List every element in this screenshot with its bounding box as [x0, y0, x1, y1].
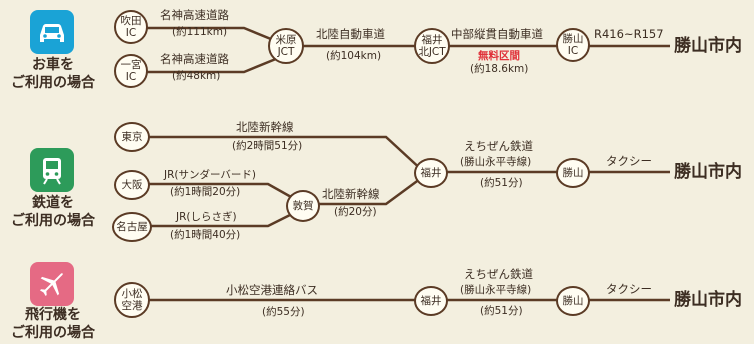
node-tokyo: 東京	[114, 122, 150, 152]
plane-label-line2: ご利用の場合	[11, 325, 95, 341]
node-osaka: 大阪	[114, 170, 150, 200]
node-maibara-jct: 米原JCT	[268, 28, 304, 64]
label-hokuriku-shinkansen: 北陸新幹線	[236, 120, 294, 134]
node-label: 東京	[121, 131, 143, 143]
label-jr-thunderbird: JR(サンダーバード)	[164, 169, 256, 181]
rail-label-line2: ご利用の場合	[11, 213, 95, 229]
plane-label-line1: 飛行機を	[25, 307, 81, 323]
node-label: 福井	[420, 167, 442, 179]
label-hokuriku-expressway: 北陸自動車道	[316, 27, 385, 41]
label-jr-shirasagi: JR(しらさぎ)	[176, 211, 237, 223]
line-tokyo-fukui	[137, 135, 425, 173]
node-nagoya: 名古屋	[112, 212, 152, 242]
label-meishin-2: 名神高速道路	[160, 52, 229, 66]
node-label: 勝山IC	[562, 33, 584, 57]
node-fukui-rail: 福井	[414, 158, 448, 188]
rail-category-label: 鉄道を ご利用の場合	[3, 194, 103, 230]
label-tsuruga-shinkansen: 北陸新幹線	[322, 187, 380, 201]
free-section-label: 無料区間	[478, 50, 520, 62]
rail-label-line1: 鉄道を	[32, 195, 74, 211]
node-label: 敦賀	[292, 200, 314, 212]
dist-jr-shirasagi: (約1時間40分)	[170, 229, 241, 241]
dist-echizen-railway: (約51分)	[480, 177, 523, 189]
dist-hokuriku-shinkansen: (約2時間51分)	[232, 140, 303, 152]
destination-rail: 勝山市内	[674, 162, 742, 182]
car-label-line2: ご利用の場合	[11, 75, 95, 91]
node-label: 大阪	[121, 179, 143, 191]
node-label: 吹田IC	[120, 15, 142, 39]
destination-plane: 勝山市内	[674, 290, 742, 310]
airplane-icon	[30, 262, 74, 306]
node-label: 小松 空港	[122, 288, 143, 312]
label-meishin-1: 名神高速道路	[160, 8, 229, 22]
node-label-line2: 空港	[121, 300, 143, 312]
line-tsuruga-fukui	[313, 174, 425, 206]
node-suita-ic: 吹田IC	[114, 10, 148, 44]
node-ichinomiya-ic: 一宮IC	[114, 54, 148, 88]
car-category-label: お車を ご利用の場合	[3, 56, 103, 92]
label-echizen-railway: えちぜん鉄道	[464, 139, 533, 153]
dist-tsuruga-shinkansen: (約20分)	[334, 206, 377, 218]
node-label: 福井北JCT	[418, 34, 446, 58]
node-label: 米原JCT	[275, 34, 297, 58]
node-komatsu-airport: 小松 空港	[114, 282, 150, 318]
plane-category-label: 飛行機を ご利用の場合	[3, 306, 103, 342]
label-taxi-rail: タクシー	[606, 154, 652, 168]
node-label: 一宮IC	[120, 59, 142, 83]
line-ichinomiya-maibara	[147, 52, 289, 74]
node-label: 福井	[420, 295, 442, 307]
destination-car: 勝山市内	[674, 36, 742, 56]
node-fukui-plane: 福井	[414, 286, 448, 316]
node-katsuyama-plane: 勝山	[556, 286, 590, 316]
node-katsuyama-rail: 勝山	[556, 158, 590, 188]
node-label: 勝山	[562, 167, 584, 179]
node-tsuruga: 敦賀	[286, 190, 320, 222]
node-label-line1: 小松	[121, 288, 143, 300]
train-icon	[30, 148, 74, 192]
dist-komatsu-bus: (約55分)	[262, 306, 305, 318]
dist-meishin-2: (約48km)	[172, 70, 221, 82]
label-komatsu-bus: 小松空港連絡バス	[226, 283, 318, 297]
node-label: 名古屋	[116, 221, 148, 233]
dist-jr-thunderbird: (約1時間20分)	[170, 186, 241, 198]
label-katsuyama-eiheiji-line-plane: (勝山永平寺線)	[460, 284, 532, 296]
label-echizen-railway-plane: えちぜん鉄道	[464, 267, 533, 281]
label-katsuyama-eiheiji-line: (勝山永平寺線)	[460, 156, 532, 168]
node-fukuikita-jct: 福井北JCT	[414, 28, 450, 64]
dist-echizen-railway-plane: (約51分)	[480, 305, 523, 317]
node-label: 勝山	[562, 295, 584, 307]
dist-chubu-jukan: (約18.6km)	[470, 63, 529, 75]
label-chubu-jukan: 中部縦貫自動車道	[451, 27, 543, 41]
car-label-line1: お車を	[32, 57, 74, 73]
car-icon	[30, 10, 74, 54]
label-taxi-plane: タクシー	[606, 282, 652, 296]
dist-meishin-1: (約111km)	[172, 26, 228, 38]
label-route-r416-r157: R416~R157	[594, 27, 664, 41]
dist-hokuriku-expressway: (約104km)	[326, 50, 382, 62]
node-katsuyama-ic: 勝山IC	[556, 28, 590, 62]
